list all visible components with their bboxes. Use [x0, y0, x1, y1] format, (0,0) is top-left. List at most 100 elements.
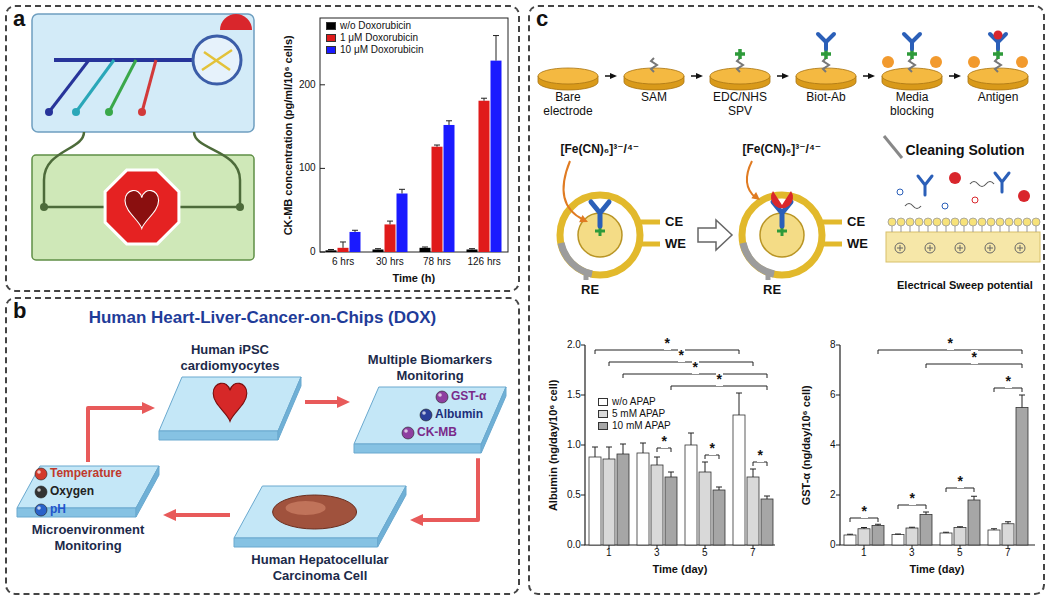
sensor-label: pH — [50, 503, 66, 517]
lipid-tail — [892, 226, 893, 232]
error-bar — [895, 534, 901, 536]
electrode-icon — [961, 30, 1035, 90]
bar — [326, 250, 337, 252]
lipid-head — [969, 218, 977, 226]
chip-illustration — [109, 60, 136, 112]
blocking-protein — [930, 56, 942, 68]
lipid-head — [951, 218, 959, 226]
panel-frame: cBare electrodeSAMEDC/NHS SPVBiot-AbMedi… — [528, 5, 1045, 595]
chip-front — [159, 431, 278, 440]
node-label: Human Hepatocellular Carcinoma Cell — [230, 552, 410, 583]
lipid-head — [933, 218, 941, 226]
legend-swatch — [326, 46, 336, 54]
lipid-head — [996, 218, 1004, 226]
sensor-electrode — [747, 161, 756, 198]
connector — [691, 73, 703, 79]
liver-tissue — [273, 495, 357, 529]
heart-tissue — [213, 383, 247, 421]
electrode-icon — [789, 30, 863, 90]
electrode-name: WE — [847, 237, 868, 252]
significance-bracket — [623, 374, 767, 378]
legend-text: w/o Doxorubicin — [340, 20, 411, 32]
axis-tick: 78 hrs — [423, 256, 451, 268]
cleaning-illustration — [884, 136, 902, 158]
legend-swatch — [326, 22, 336, 30]
legend-swatch — [326, 34, 336, 42]
connector — [305, 396, 350, 408]
significance-star: * — [661, 434, 668, 448]
sensor-ball — [404, 429, 408, 433]
axis-tick-mark — [836, 395, 840, 396]
charge-symbol — [927, 245, 933, 251]
process-step: Bare electrode — [531, 30, 605, 119]
significance-star: * — [861, 504, 868, 518]
process-step: Media blocking — [875, 30, 949, 119]
bar — [651, 465, 663, 545]
lipid-tail — [946, 226, 947, 232]
error-bar — [387, 221, 393, 224]
axis-tick: 5 — [957, 547, 963, 559]
bar — [747, 477, 759, 545]
error-bar — [991, 529, 997, 530]
edc-nhs-cross — [735, 49, 745, 59]
chip-top — [354, 387, 506, 444]
error-bar — [943, 532, 949, 534]
significance-star: * — [947, 336, 954, 350]
connector — [863, 73, 875, 79]
blocking-protein — [968, 56, 980, 68]
bar — [954, 528, 966, 546]
error-bar — [702, 462, 708, 472]
legend-text: w/o APAP — [612, 396, 656, 408]
bar — [397, 194, 408, 253]
significance-star: * — [909, 491, 916, 505]
chip-front — [234, 538, 378, 547]
bar — [603, 459, 615, 545]
chip-top — [17, 466, 159, 508]
organ-chip-drawing — [155, 373, 305, 445]
sensor-chip: Multiple Biomarkers Monitoring — [350, 352, 510, 458]
lipid-head — [1023, 218, 1031, 226]
panel-letter: a — [7, 7, 518, 31]
electrode-disc — [538, 68, 598, 84]
charge-symbol — [897, 245, 903, 251]
lipid-head — [960, 218, 968, 226]
sensor-electrode — [771, 191, 793, 208]
connector-line — [173, 513, 230, 517]
bar — [713, 490, 725, 545]
lipid-tail — [955, 226, 956, 232]
error-bar — [923, 512, 929, 515]
axis-tick-mark — [320, 252, 325, 253]
cleaning-illustration — [884, 136, 1040, 262]
cleaning-illustration — [905, 204, 921, 209]
cleaning-illustration — [886, 232, 1040, 262]
sensor-electrode — [820, 242, 842, 247]
bar — [617, 454, 629, 545]
chip-top — [234, 486, 406, 538]
arrow-head — [868, 73, 875, 79]
cleaning-illustration — [949, 172, 961, 184]
axis-tick: 1 — [606, 547, 612, 559]
significance-bracket — [609, 362, 753, 366]
chip-illustration — [178, 132, 240, 207]
error-bar — [640, 443, 646, 453]
antibody — [818, 34, 834, 49]
process-step: EDC/NHS SPV — [703, 30, 777, 119]
bar — [338, 248, 349, 252]
error-bar — [340, 242, 346, 248]
significance-bracket — [753, 462, 767, 466]
connector — [949, 73, 961, 79]
significance-star: * — [1005, 374, 1012, 388]
significance-star: * — [678, 348, 685, 362]
error-bar — [328, 249, 334, 251]
lipid-head — [987, 218, 995, 226]
chip-illustration — [44, 132, 106, 207]
lipid-tail — [1018, 226, 1019, 232]
lipid-head — [924, 218, 932, 226]
significance-star: * — [757, 448, 764, 462]
node-label: Microenvironment Monitoring — [13, 522, 163, 553]
organ-chip: Human Hepatocellular Carcinoma Cell — [230, 482, 410, 583]
legend-text: 10 μM Doxorubicin — [340, 44, 424, 56]
significance-bracket — [850, 518, 878, 522]
organ-chip-drawing — [230, 482, 410, 552]
lipid-tail — [919, 226, 920, 232]
